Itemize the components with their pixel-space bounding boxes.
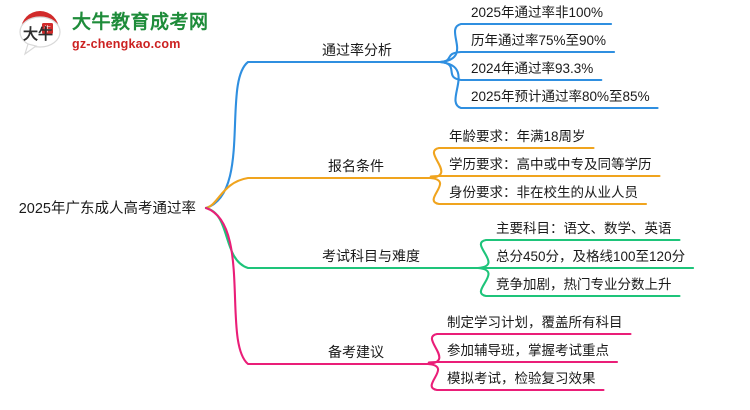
leaf-label-2-3[interactable]: 身份要求：非在校生的从业人员 [449, 184, 638, 200]
leaf-label-3-1[interactable]: 主要科目：语文、数学、英语 [496, 220, 672, 236]
leaf-connector-2-2 [428, 174, 661, 180]
root-node-label[interactable]: 2025年广东成人高考通过率 [19, 200, 196, 217]
leaf-connector-4-2 [426, 360, 619, 366]
site-logo: 牛 大牛 大牛教育成考网 gz-chengkao.com [14, 8, 208, 60]
leaf-label-2-2[interactable]: 学历要求：高中或中专及同等学历 [449, 156, 652, 172]
leaf-connector-3-1 [476, 238, 681, 270]
leaf-label-4-1[interactable]: 制定学习计划，覆盖所有科目 [447, 315, 623, 330]
logo-subtitle: gz-chengkao.com [72, 37, 181, 51]
mindmap-connectors [204, 22, 695, 392]
leaf-label-3-2[interactable]: 总分450分，及格线100至120分 [496, 249, 685, 264]
leaf-label-1-4[interactable]: 2025年预计通过率80%至85% [471, 88, 650, 104]
branch-connector-2 [204, 176, 432, 210]
branch-label-2[interactable]: 报名条件 [328, 158, 384, 174]
logo-mark-text: 大牛 [23, 25, 53, 43]
logo-title: 大牛教育成考网 [72, 12, 209, 33]
branch-connector-1 [204, 60, 442, 210]
leaf-connector-2-3 [428, 176, 648, 206]
leaf-connector-4-3 [426, 362, 605, 392]
leaf-label-4-3[interactable]: 模拟考试，检验复习效果 [447, 370, 596, 386]
branch-label-3[interactable]: 考试科目与难度 [322, 248, 420, 264]
leaf-connector-1-1 [438, 22, 613, 64]
leaf-label-1-1[interactable]: 2025年通过率非100% [471, 4, 603, 20]
branch-label-1[interactable]: 通过率分析 [322, 42, 392, 58]
leaf-label-1-3[interactable]: 2024年通过率93.3% [471, 60, 593, 76]
branch-label-4[interactable]: 备考建议 [328, 344, 384, 360]
leaf-connector-3-3 [476, 266, 681, 298]
leaf-label-2-1[interactable]: 年龄要求：年满18周岁 [449, 129, 586, 144]
leaf-connector-1-4 [438, 60, 659, 110]
svg-text:牛: 牛 [44, 24, 52, 34]
leaf-label-3-3[interactable]: 竞争加剧，热门专业分数上升 [496, 276, 672, 292]
leaf-label-1-2[interactable]: 历年通过率75%至90% [471, 32, 606, 48]
leaf-label-4-2[interactable]: 参加辅导班，掌握考试重点 [447, 342, 609, 358]
branch-connector-4 [204, 206, 430, 366]
logo-mark-icon: 牛 大牛 [19, 11, 61, 56]
mindmap-labels: 通过率分析 2025年通过率非100% 历年通过率75%至90% 2024年通过率93… [19, 4, 685, 386]
